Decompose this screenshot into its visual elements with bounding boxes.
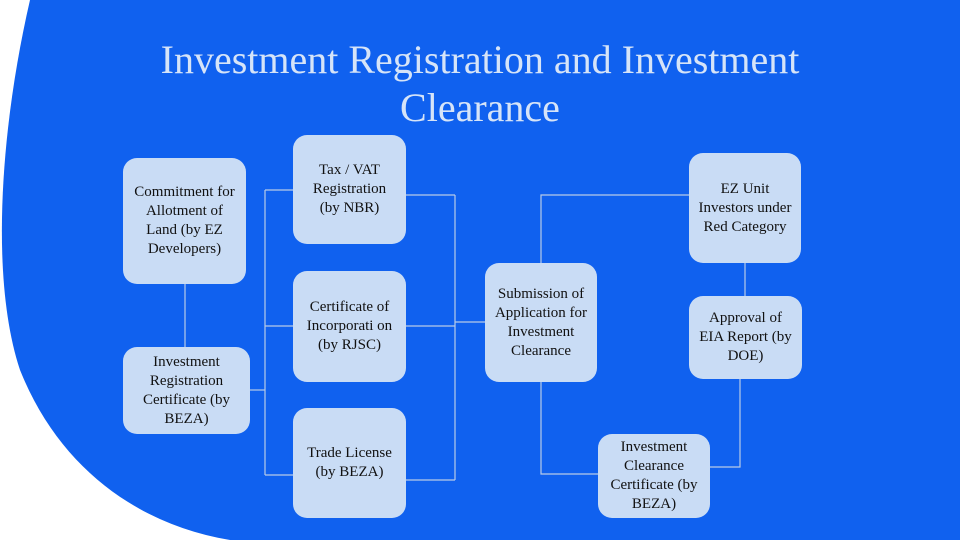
investment-clearance-certificate-box: Investment Clearance Certificate (by BEZ… (598, 434, 710, 518)
ez-unit-investors-box: EZ Unit Investors under Red Category (689, 153, 801, 263)
certificate-of-incorporation-box: Certificate of Incorporati on (by RJSC) (293, 271, 406, 382)
page-title: Investment Registration and Investment C… (160, 37, 800, 130)
line-submission-to-ez-unit (540, 194, 689, 263)
tax-vat-registration-box: Tax / VAT Registration (by NBR) (293, 135, 406, 244)
line-submission-to-icc (540, 382, 598, 475)
trade-license-box: Trade License (by BEZA) (293, 408, 406, 518)
commitment-land-allotment-box: Commitment for Allotment of Land (by EZ … (123, 158, 246, 284)
investment-registration-certificate-box: Investment Registration Certificate (by … (123, 347, 250, 434)
line-eia-to-icc (710, 379, 741, 468)
approval-of-eia-report-box: Approval of EIA Report (by DOE) (689, 296, 802, 379)
submission-of-application-box: Submission of Application for Investment… (485, 263, 597, 382)
